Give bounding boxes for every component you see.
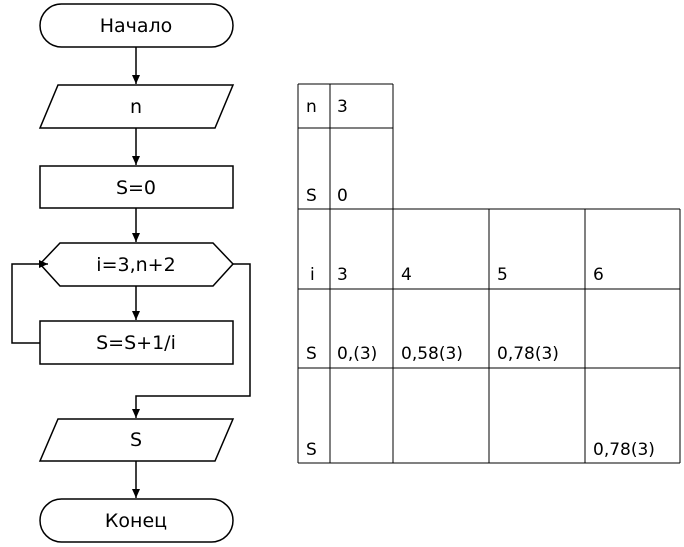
loop-back-arrow <box>11 260 48 344</box>
cell-i: 4 <box>401 265 412 285</box>
cell-i: 6 <box>593 265 604 285</box>
row-label-s-initial: S <box>306 186 317 206</box>
loop-exit-arrow <box>132 263 251 418</box>
output-label: S <box>130 429 142 451</box>
row-label-s-iter: S <box>306 344 317 364</box>
cell-s-output: 0,78(3) <box>593 440 655 460</box>
start-label: Начало <box>100 15 173 37</box>
cell-i: 5 <box>497 265 508 285</box>
trace-table <box>297 83 681 464</box>
cell-s-iter: 0,78(3) <box>497 344 559 364</box>
body-process <box>39 320 234 365</box>
trace-table-text: n 3 S 0 i 3 4 5 6 S 0,(3) 0,58(3) 0,78(3… <box>306 97 655 460</box>
end-label: Конец <box>105 510 167 532</box>
cell-n-value: 3 <box>337 97 348 117</box>
loop-label: i=3,n+2 <box>96 254 175 276</box>
input-parallelogram <box>38 84 235 129</box>
cell-s-iter: 0,58(3) <box>401 344 463 364</box>
init-label: S=0 <box>116 177 156 199</box>
init-process <box>39 165 234 209</box>
end-terminator <box>39 498 234 543</box>
flowchart-labels: Начало n S=0 i=3,n+2 S=S+1/i S Конец <box>96 15 176 532</box>
cell-s-iter: 0,(3) <box>337 344 377 364</box>
flowchart <box>11 3 251 543</box>
output-parallelogram <box>38 418 235 462</box>
body-label: S=S+1/i <box>96 332 176 354</box>
cell-s-initial: 0 <box>337 186 348 206</box>
row-label-n: n <box>306 97 317 117</box>
row-label-s-output: S <box>306 440 317 460</box>
cell-i: 3 <box>337 265 348 285</box>
row-label-i: i <box>310 265 315 285</box>
input-label: n <box>130 96 142 118</box>
